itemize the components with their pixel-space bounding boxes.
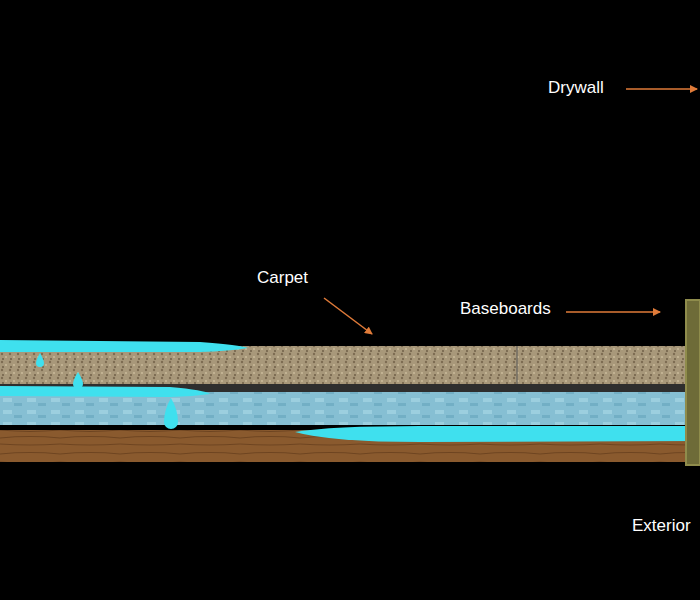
- water-drop: [36, 353, 44, 367]
- baseboard: [686, 300, 700, 465]
- part-label: Carpet: [257, 268, 308, 288]
- water-drop: [73, 372, 83, 389]
- leader-arrow: [324, 298, 372, 334]
- part-label: Baseboards: [460, 299, 551, 319]
- water-pool: [0, 340, 248, 352]
- part-label: Drywall: [548, 78, 604, 98]
- part-label: Exterior: [632, 516, 691, 536]
- carpet-pad: [0, 392, 686, 425]
- water-drop: [164, 398, 178, 429]
- water-pool: [295, 426, 700, 442]
- water-pool: [0, 386, 210, 397]
- carpet-seam: [517, 346, 518, 384]
- leader-arrow: [626, 88, 697, 90]
- leader-arrow: [566, 311, 660, 313]
